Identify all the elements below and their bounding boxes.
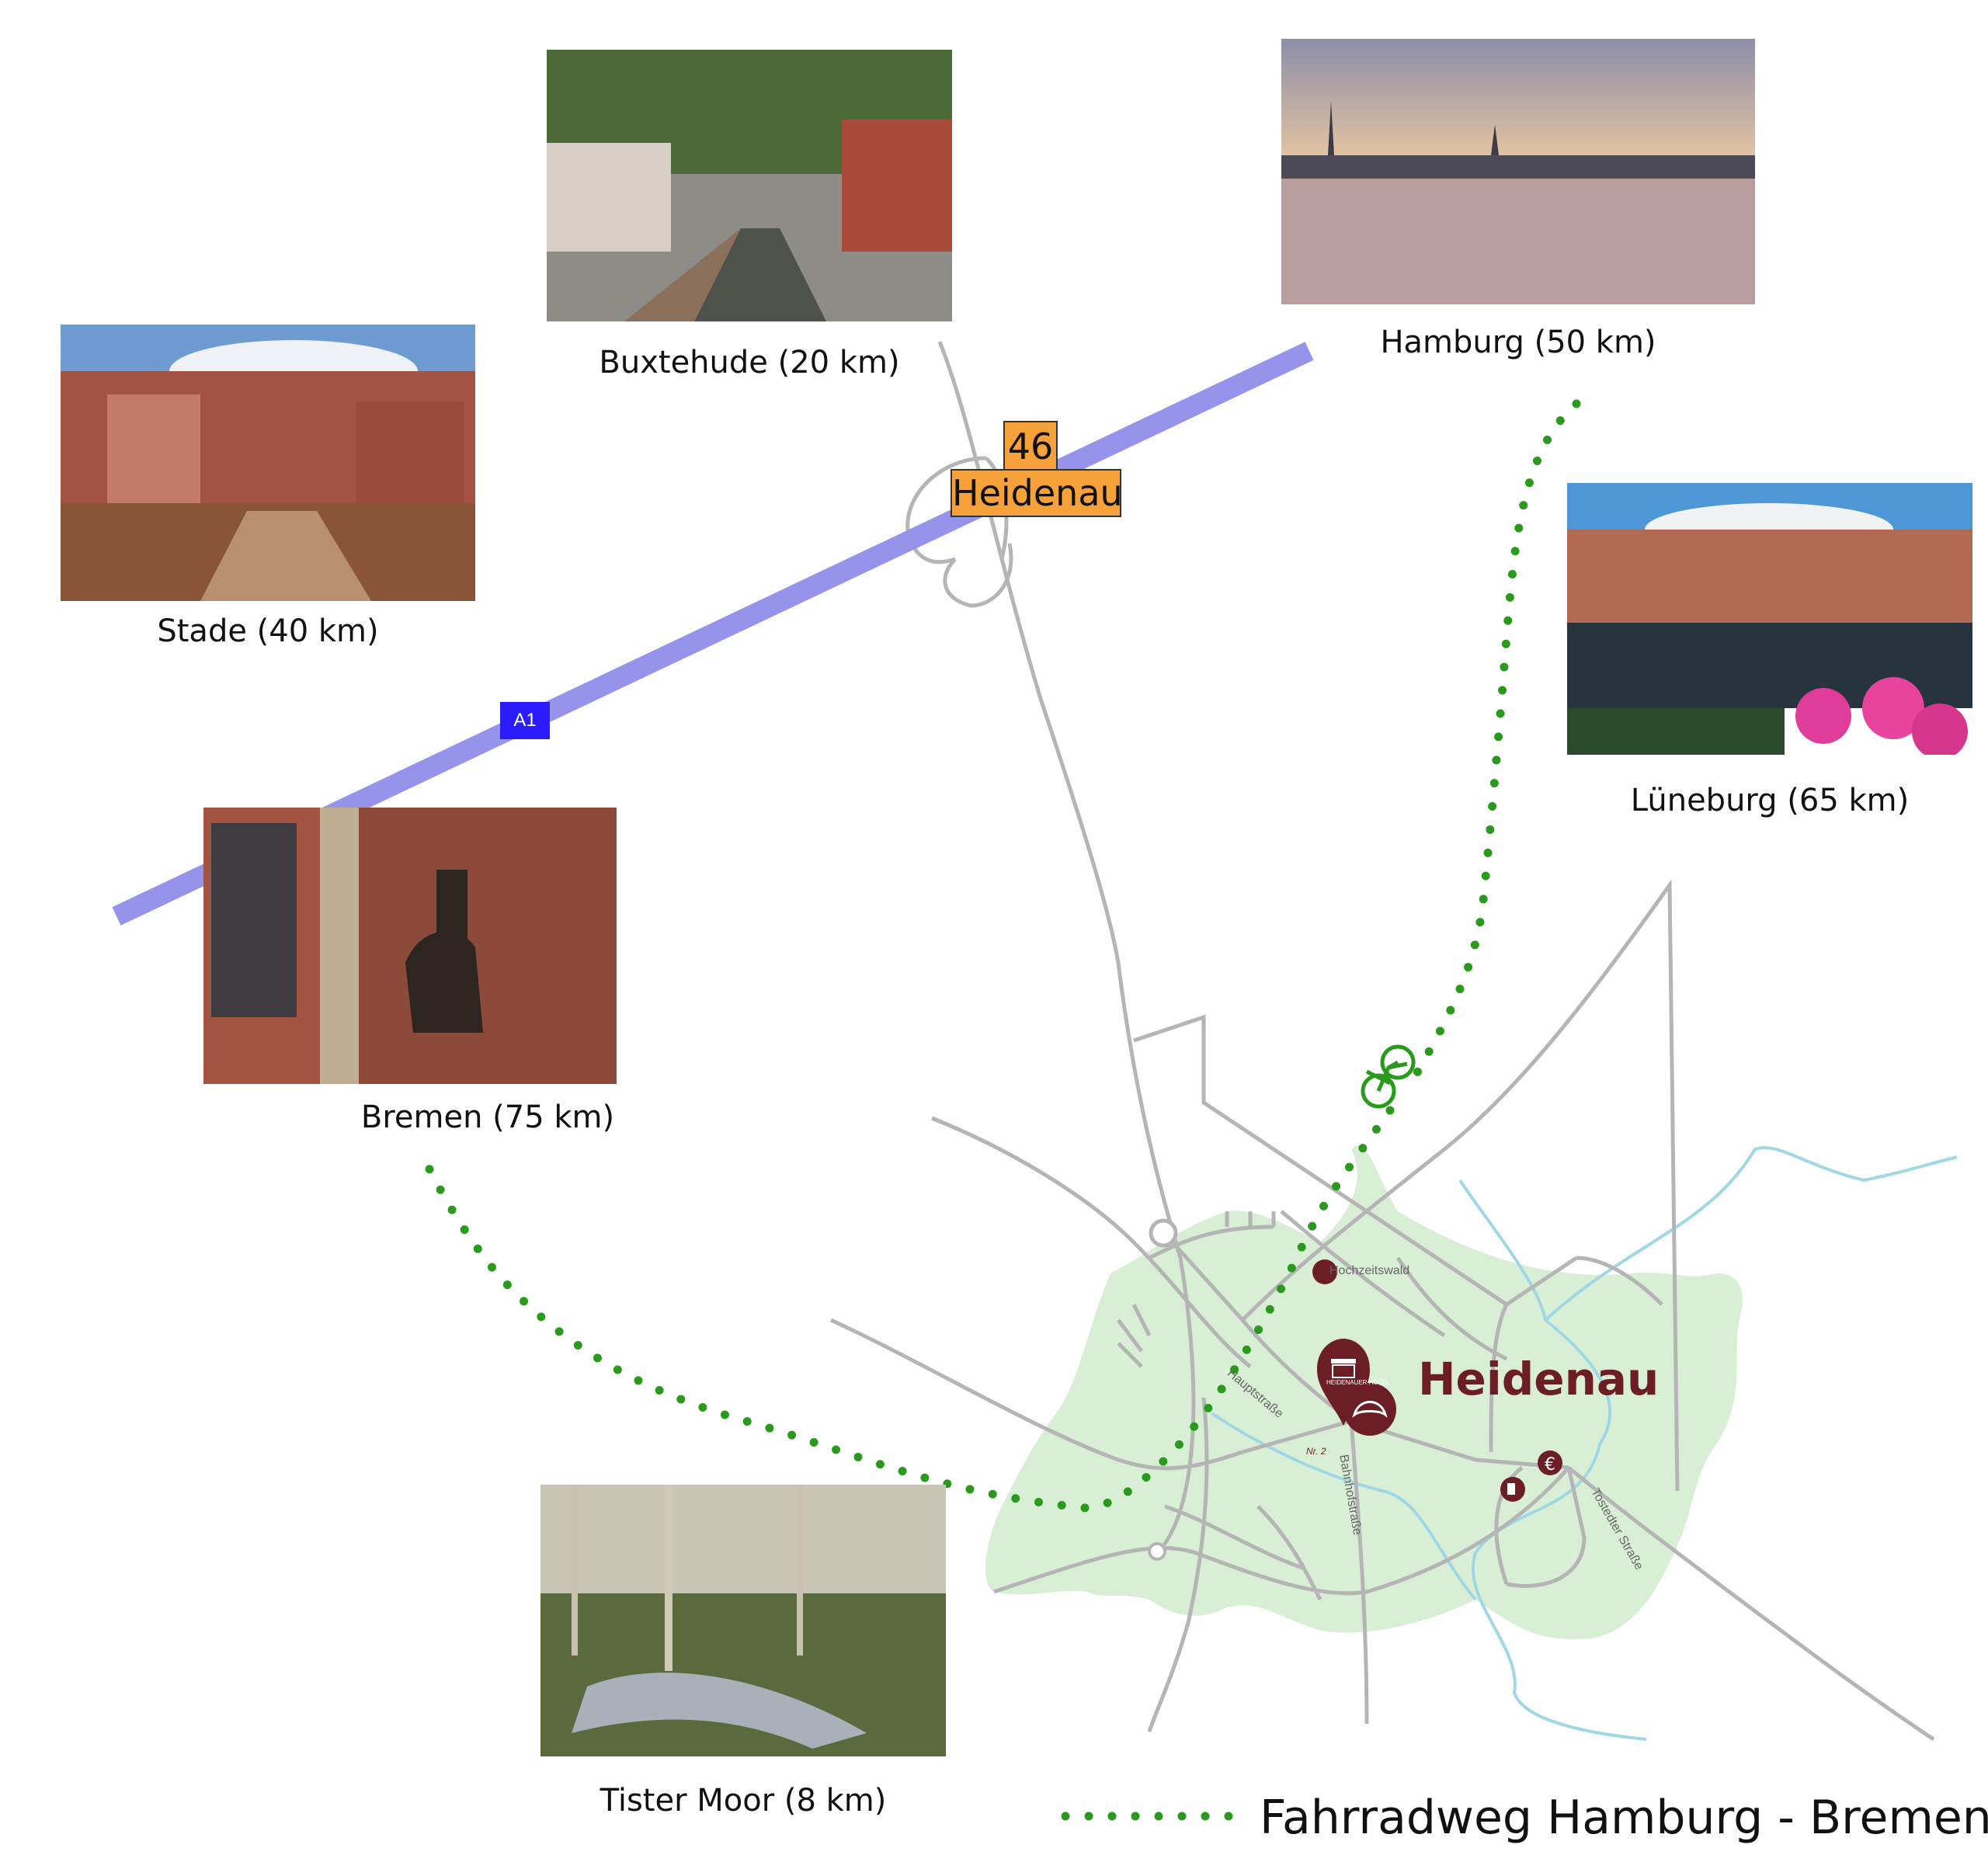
exit-number-sign: 46: [1003, 421, 1058, 471]
river-branch: [1210, 1412, 1477, 1601]
a1-shield: A1: [500, 702, 550, 739]
hochzeitswald-marker: [1312, 1259, 1337, 1284]
bike-route-north: [1409, 399, 1581, 1084]
caption-hamburg: Hamburg (50 km): [1380, 325, 1656, 360]
photo-bremen: [203, 808, 617, 1084]
atm-euro-icon: €: [1538, 1450, 1562, 1475]
photo-lueneburg: [1567, 483, 1972, 755]
photo-tister-moor: [540, 1485, 946, 1756]
river: [1458, 1146, 1958, 1741]
exit-name-sign: Heidenau: [951, 469, 1123, 517]
legend-label: Fahrradweg Hamburg - Bremen: [1260, 1791, 1988, 1845]
hotel-number: Nr. 2: [1306, 1446, 1326, 1457]
photo-hamburg: [1281, 39, 1755, 304]
bike-route-south: [415, 1106, 1395, 1513]
caption-lueneburg: Lüneburg (65 km): [1630, 783, 1910, 818]
roundabout-south: [1148, 1542, 1166, 1561]
caption-bremen: Bremen (75 km): [360, 1100, 615, 1135]
caption-tister-moor: Tister Moor (8 km): [600, 1783, 887, 1819]
caption-buxtehude: Buxtehude (20 km): [599, 345, 900, 380]
bakery-croissant-icon: [1343, 1383, 1396, 1436]
photo-stade: [61, 325, 475, 601]
caption-stade: Stade (40 km): [157, 613, 379, 649]
hotel-name: HEIDENAUER HOTEL: [1326, 1379, 1390, 1386]
photo-buxtehude: [547, 50, 952, 321]
svg-text:€: €: [1545, 1455, 1555, 1475]
town-label: Heidenau: [1418, 1353, 1660, 1405]
roundabout: [1149, 1218, 1178, 1248]
fuel-station-icon: [1500, 1477, 1525, 1502]
road-network: [829, 341, 1935, 1742]
hotel-pin-icon: [1317, 1339, 1370, 1426]
poi-hochzeitswald-label: Hochzeitswald: [1329, 1264, 1410, 1277]
bicycle-icon: [1361, 1044, 1416, 1109]
